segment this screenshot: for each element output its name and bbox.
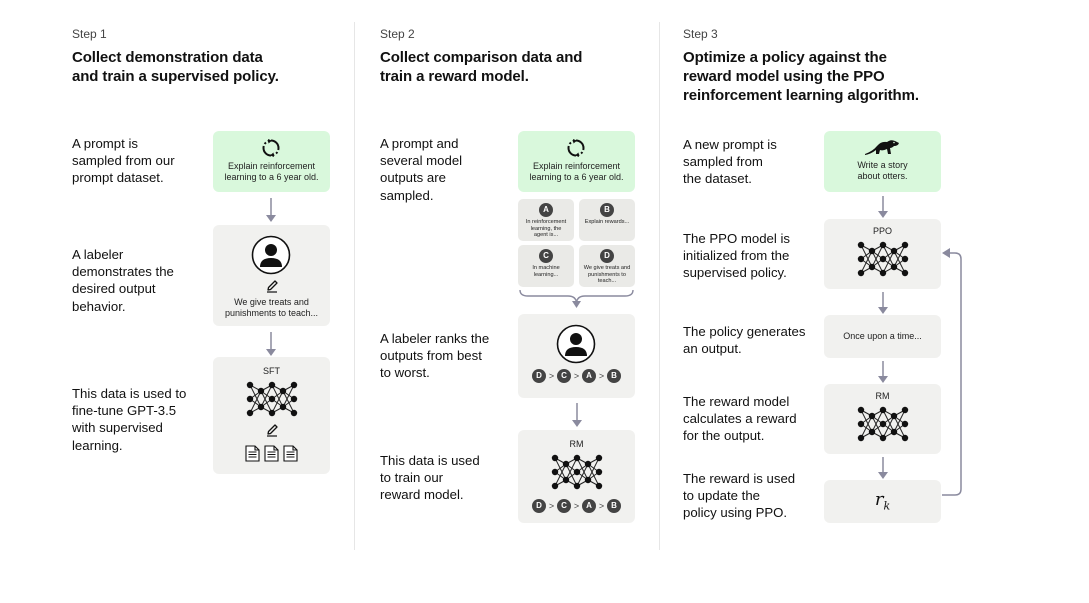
model-label: RM — [875, 391, 890, 401]
reward-value: rk — [824, 489, 941, 513]
neural-network-icon — [551, 454, 603, 490]
ppo-policy-box: PPO — [824, 219, 941, 289]
step-description: The reward model calculates a reward for… — [683, 394, 797, 444]
document-icon — [245, 445, 260, 462]
ranking-row: D>C>A>B — [518, 369, 635, 385]
arrow-down-icon — [878, 292, 888, 314]
arrow-down-icon — [878, 457, 888, 479]
neural-network-icon — [857, 241, 909, 277]
reward-subscript: k — [883, 499, 891, 513]
output-letter: D — [600, 249, 614, 263]
output-card: B Explain rewards... — [579, 199, 635, 241]
output-card: D We give treats and punishments to teac… — [579, 245, 635, 287]
policy-label: PPO — [872, 226, 892, 236]
refresh-icon — [567, 139, 585, 157]
rank-separator: > — [573, 371, 580, 381]
reward-model-box: RM — [824, 384, 941, 454]
person-icon — [251, 235, 291, 275]
neural-network-icon — [857, 406, 909, 442]
reward-model-box: RM D>C>A>B — [518, 430, 635, 523]
output-letter: A — [539, 203, 553, 217]
prompt-box: Explain reinforcement learning to a 6 ye… — [518, 131, 635, 192]
step-description: The reward is used to update the policy … — [683, 471, 796, 521]
prompt-text: Explain reinforcement learning to a 6 ye… — [224, 161, 319, 182]
output-card: A In reinforcement learning, the agent i… — [518, 199, 574, 241]
step-title: Optimize a policy against the reward mod… — [683, 49, 919, 104]
output-text: We give treats and punishments to teach.… — [583, 265, 631, 285]
demonstration-text: We give treats and punishments to teach.… — [224, 297, 319, 318]
step-title: Collect demonstration data and train a s… — [72, 49, 279, 85]
rank-separator: > — [573, 501, 580, 511]
arrow-down-icon — [266, 198, 276, 222]
output-letter: B — [600, 203, 614, 217]
output-card: C In machine learning... — [518, 245, 574, 287]
prompt-box: Explain reinforcement learning to a 6 ye… — [213, 131, 330, 192]
prompt-box: Write a story about otters. — [824, 131, 941, 192]
model-label: SFT — [263, 366, 280, 376]
rank-circle: D — [532, 369, 546, 383]
refresh-icon — [262, 139, 280, 157]
column-divider — [659, 22, 660, 550]
arrow-down-icon — [878, 196, 888, 218]
step-label: Step 1 — [72, 27, 107, 41]
rank-circle: B — [607, 369, 621, 383]
sft-model-box: SFT — [213, 357, 330, 474]
arrow-down-icon — [572, 403, 582, 427]
policy-output-box: Once upon a time... — [824, 315, 941, 358]
pencil-icon — [267, 280, 278, 293]
rank-circle: A — [582, 369, 596, 383]
person-icon — [556, 324, 596, 364]
model-label: RM — [569, 439, 584, 449]
arrow-down-icon — [266, 332, 276, 356]
step-description: The policy generates an output. — [683, 324, 806, 357]
column-divider — [354, 22, 355, 550]
prompt-text: Explain reinforcement learning to a 6 ye… — [529, 161, 624, 182]
step-description: This data is used to fine-tune GPT-3.5 w… — [72, 386, 187, 453]
step-description: This data is used to train our reward mo… — [380, 453, 480, 503]
document-icon — [283, 445, 298, 462]
output-text: In reinforcement learning, the agent is.… — [525, 219, 567, 239]
rank-circle: A — [582, 499, 596, 513]
rank-circle: C — [557, 499, 571, 513]
prompt-text: Write a story about otters. — [857, 160, 908, 181]
step-description: A new prompt is sampled from the dataset… — [683, 137, 777, 187]
neural-network-icon — [246, 381, 298, 417]
rank-separator: > — [598, 371, 605, 381]
ranking-box: D>C>A>B — [518, 314, 635, 398]
reward-box: rk — [824, 480, 941, 523]
brace-icon — [519, 289, 634, 308]
ranking-row: D>C>A>B — [518, 499, 635, 515]
step-description: A labeler demonstrates the desired outpu… — [72, 247, 174, 314]
reward-symbol: r — [874, 489, 884, 510]
step-label: Step 3 — [683, 27, 718, 41]
arrow-down-icon — [878, 361, 888, 383]
output-letter: C — [539, 249, 553, 263]
feedback-arrow-icon — [942, 248, 962, 496]
rank-separator: > — [548, 371, 555, 381]
rank-circle: C — [557, 369, 571, 383]
output-text: In machine learning... — [532, 265, 560, 278]
pencil-icon — [267, 424, 278, 437]
step-label: Step 2 — [380, 27, 415, 41]
otter-icon — [865, 140, 899, 155]
output-text: Explain rewards... — [584, 219, 630, 225]
step-description: A prompt is sampled from our prompt data… — [72, 136, 175, 186]
step-title: Collect comparison data and train a rewa… — [380, 49, 583, 85]
output-text: Once upon a time... — [843, 331, 922, 341]
rank-separator: > — [598, 501, 605, 511]
demonstration-box: We give treats and punishments to teach.… — [213, 225, 330, 326]
step-description: A labeler ranks the outputs from best to… — [380, 331, 490, 381]
step-description: A prompt and several model outputs are s… — [380, 136, 463, 203]
rank-separator: > — [548, 501, 555, 511]
document-icon — [264, 445, 279, 462]
rank-circle: D — [532, 499, 546, 513]
step-description: The PPO model is initialized from the su… — [683, 231, 791, 281]
rank-circle: B — [607, 499, 621, 513]
